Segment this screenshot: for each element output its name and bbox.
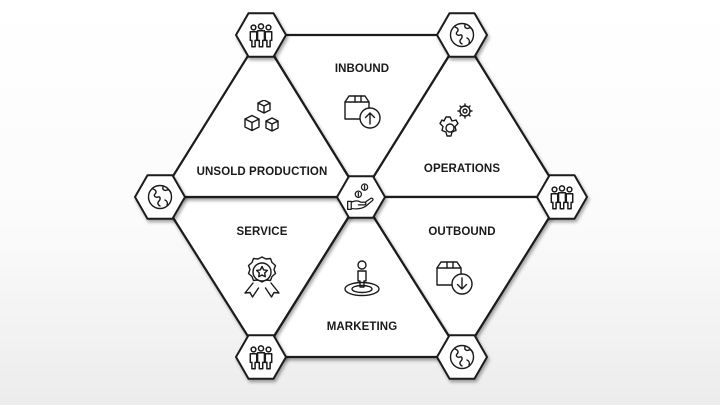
outer-nodes: [134, 12, 588, 380]
node-hexagon: [536, 174, 588, 220]
segment-label-marketing: MARKETING: [327, 321, 398, 333]
node-left: [134, 174, 186, 220]
node-right: [536, 174, 588, 220]
node-top-left: [235, 12, 287, 58]
node-hexagon: [235, 12, 287, 58]
center-hexagon: [336, 175, 386, 219]
node-top-right: [436, 12, 488, 58]
segment-label-operations: OPERATIONS: [424, 163, 500, 175]
segment-unsold-production: [158, 33, 363, 199]
segment-label-inbound: INBOUND: [335, 63, 389, 75]
segment-labels: INBOUND OPERATIONS OUTBOUND MARKETING SERVIC…: [197, 63, 501, 333]
node-bottom-right: [436, 334, 488, 380]
node-bottom-left: [235, 334, 287, 380]
center-node: [336, 175, 386, 219]
segment-label-service: SERVICE: [237, 226, 288, 238]
node-hexagon: [235, 334, 287, 380]
segment-label-outbound: OUTBOUND: [428, 226, 495, 238]
segment-label-unsold-production: UNSOLD PRODUCTION: [197, 166, 328, 178]
